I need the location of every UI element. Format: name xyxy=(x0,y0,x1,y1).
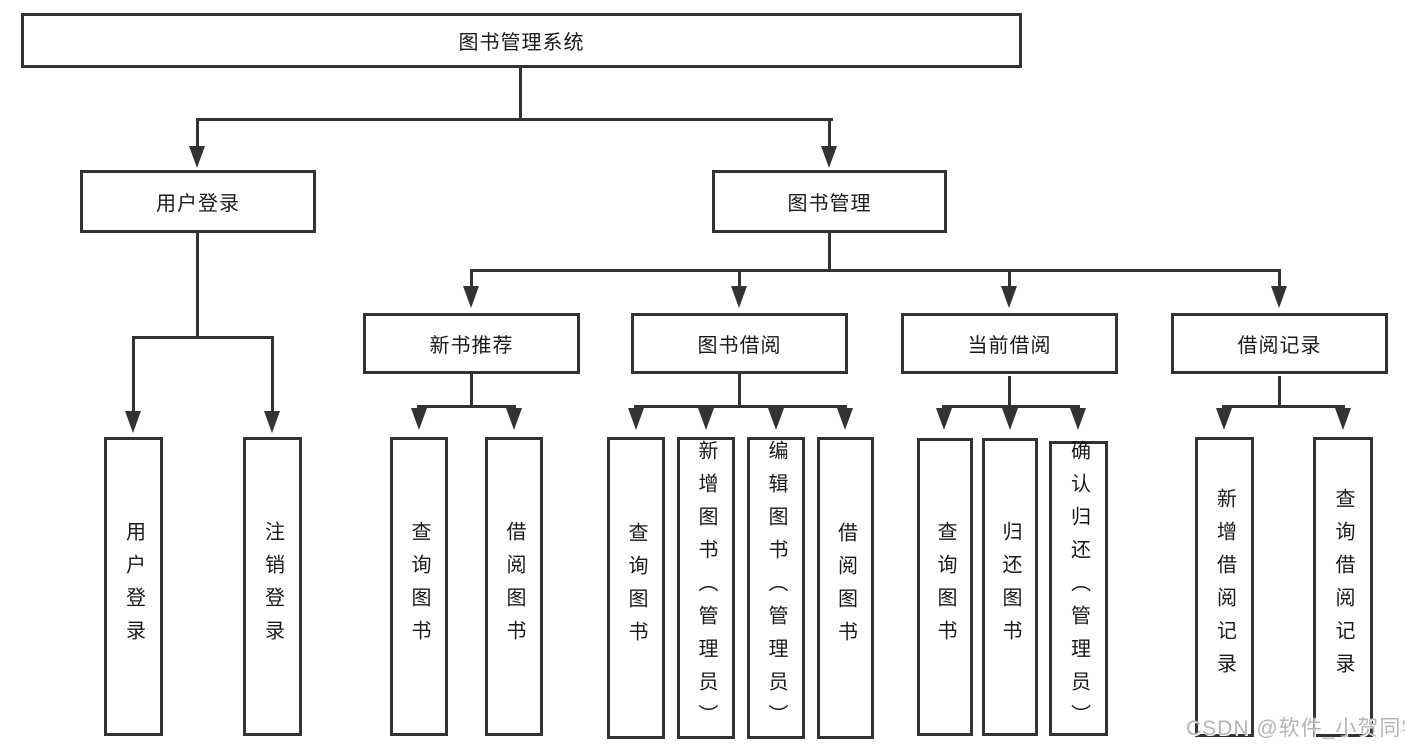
node-label: 新书推荐 xyxy=(429,335,514,357)
arrowhead-icon xyxy=(837,408,853,430)
node-label: 借阅图书 xyxy=(834,522,857,654)
connector-line xyxy=(1278,271,1281,288)
node-label: 图书管理系统 xyxy=(458,32,585,54)
arrowhead-icon xyxy=(731,286,747,308)
leaf-add-borrow-record: 新增借阅记录 xyxy=(1195,437,1254,737)
leaf-borrow-books-recommend: 借阅图书 xyxy=(485,437,543,736)
connector-line xyxy=(1278,376,1281,407)
connector-line xyxy=(1008,271,1011,288)
arrowhead-icon xyxy=(1271,286,1287,308)
node-new-book-recommend: 新书推荐 xyxy=(363,313,580,374)
node-label: 注销登录 xyxy=(261,520,284,653)
connector-line xyxy=(738,374,741,407)
arrowhead-icon xyxy=(463,286,479,308)
arrowhead-icon xyxy=(628,408,644,430)
leaf-user-login: 用户登录 xyxy=(104,437,163,736)
leaf-query-books-borrowing: 查询图书 xyxy=(607,437,665,739)
arrowhead-icon xyxy=(125,411,141,433)
leaf-query-books-recommend: 查询图书 xyxy=(390,437,448,736)
connector-line xyxy=(196,233,199,337)
arrowhead-icon xyxy=(1335,408,1351,430)
connector-line xyxy=(470,271,473,288)
connector-line xyxy=(1222,405,1345,408)
node-label: 新增图书（管理员） xyxy=(695,439,717,737)
arrowhead-icon xyxy=(411,408,427,430)
arrowhead-icon xyxy=(189,146,205,168)
leaf-edit-book-admin: 编辑图书（管理员） xyxy=(747,437,805,739)
leaf-return-book: 归还图书 xyxy=(982,438,1038,736)
arrowhead-icon xyxy=(1001,286,1017,308)
leaf-borrow-books: 借阅图书 xyxy=(817,437,874,739)
node-label: 归还图书 xyxy=(999,521,1021,653)
node-label: 查询图书 xyxy=(625,522,647,654)
connector-line xyxy=(828,118,831,148)
arrowhead-icon xyxy=(1216,408,1232,430)
arrowhead-icon xyxy=(506,408,522,430)
csdn-watermark: CSDN @软件_小贺同学 xyxy=(1186,717,1405,740)
leaf-query-borrow-record: 查询借阅记录 xyxy=(1313,437,1373,737)
node-label: 借阅图书 xyxy=(503,520,525,653)
node-label: 查询图书 xyxy=(408,520,430,653)
leaf-query-books-current: 查询图书 xyxy=(917,438,973,736)
connector-line xyxy=(132,336,274,339)
connector-line xyxy=(470,374,473,407)
arrowhead-icon xyxy=(1002,408,1018,430)
node-library-management-system: 图书管理系统 xyxy=(21,13,1022,68)
connector-line xyxy=(271,336,274,413)
node-label: 图书管理 xyxy=(787,193,872,215)
node-label: 编辑图书（管理员） xyxy=(765,439,787,737)
connector-line xyxy=(417,405,516,408)
arrowhead-icon xyxy=(821,146,837,168)
leaf-logout: 注销登录 xyxy=(243,437,302,736)
node-borrowing-records: 借阅记录 xyxy=(1171,313,1388,374)
arrowhead-icon xyxy=(264,411,280,433)
node-book-borrowing: 图书借阅 xyxy=(631,313,848,374)
connector-line xyxy=(470,269,1281,272)
node-label: 确认归还（管理员） xyxy=(1067,440,1090,737)
arrowhead-icon xyxy=(1070,408,1086,430)
connector-line xyxy=(132,336,135,413)
arrowhead-icon xyxy=(936,408,952,430)
node-label: 查询借阅记录 xyxy=(1332,488,1354,686)
node-label: 查询图书 xyxy=(934,521,956,653)
node-current-borrowing: 当前借阅 xyxy=(901,313,1118,374)
connector-line xyxy=(196,118,199,148)
node-label: 图书借阅 xyxy=(697,335,782,357)
node-label: 新增借阅记录 xyxy=(1213,488,1236,686)
node-label: 用户登录 xyxy=(156,193,240,215)
connector-line xyxy=(828,233,831,272)
connector-line xyxy=(1008,376,1011,407)
node-label: 用户登录 xyxy=(122,520,145,653)
connector-line xyxy=(196,118,833,121)
arrowhead-icon xyxy=(698,408,714,430)
node-book-management: 图书管理 xyxy=(712,170,947,233)
connector-line xyxy=(942,405,1080,408)
connector-line xyxy=(634,405,847,408)
arrowhead-icon xyxy=(768,408,784,430)
leaf-confirm-return-admin: 确认归还（管理员） xyxy=(1049,440,1108,737)
node-user-login: 用户登录 xyxy=(80,170,316,233)
connector-line xyxy=(738,271,741,288)
leaf-add-book-admin: 新增图书（管理员） xyxy=(677,437,735,739)
node-label: 当前借阅 xyxy=(967,335,1052,357)
connector-line xyxy=(519,68,522,118)
node-label: 借阅记录 xyxy=(1237,335,1322,357)
